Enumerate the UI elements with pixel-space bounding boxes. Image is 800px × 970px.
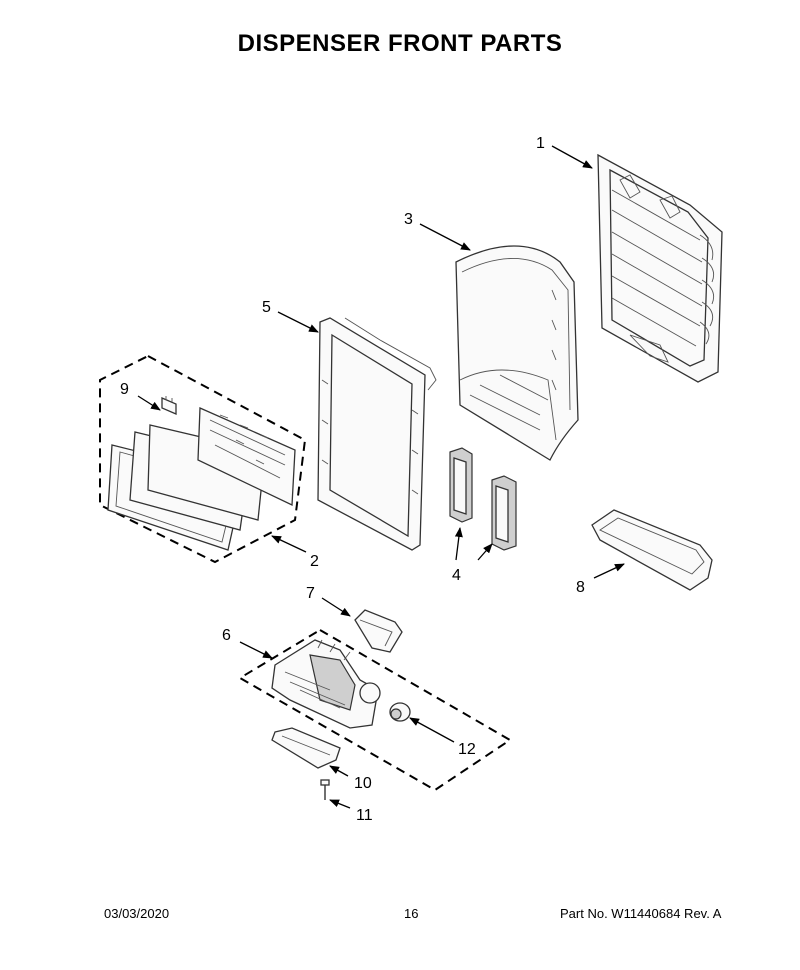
part-3-liner xyxy=(455,245,579,461)
callout-6: 6 xyxy=(222,627,231,644)
group-outline-2 xyxy=(99,354,307,564)
part-4-inserts xyxy=(449,447,517,551)
part-11-screw xyxy=(320,779,330,800)
part-12-knob xyxy=(389,702,411,722)
callout-3: 3 xyxy=(404,211,413,228)
callout-12: 12 xyxy=(458,741,476,758)
part-1-housing xyxy=(597,153,723,383)
footer-part-number: Part No. W11440684 Rev. A xyxy=(560,906,722,921)
part-6-actuator xyxy=(271,639,381,729)
part-8-tray xyxy=(591,509,713,591)
part-7-funnel xyxy=(354,609,403,653)
footer-date: 03/03/2020 xyxy=(104,906,170,921)
callout-7: 7 xyxy=(306,585,315,602)
part-2-control-panel xyxy=(107,407,296,551)
callout-arrows xyxy=(137,145,625,809)
part-5-frame xyxy=(317,317,437,551)
part-10-bracket xyxy=(271,727,341,769)
callout-5: 5 xyxy=(262,299,271,316)
page-title: DISPENSER FRONT PARTS xyxy=(237,30,563,57)
callout-11: 11 xyxy=(356,807,373,824)
callout-1: 1 xyxy=(536,135,545,152)
callout-10: 10 xyxy=(354,775,372,792)
callout-4: 4 xyxy=(452,567,461,584)
callout-9: 9 xyxy=(120,381,129,398)
callout-2: 2 xyxy=(310,553,319,570)
footer-page-number: 16 xyxy=(404,906,419,921)
part-9-connector xyxy=(161,396,177,415)
callout-8: 8 xyxy=(576,579,585,596)
